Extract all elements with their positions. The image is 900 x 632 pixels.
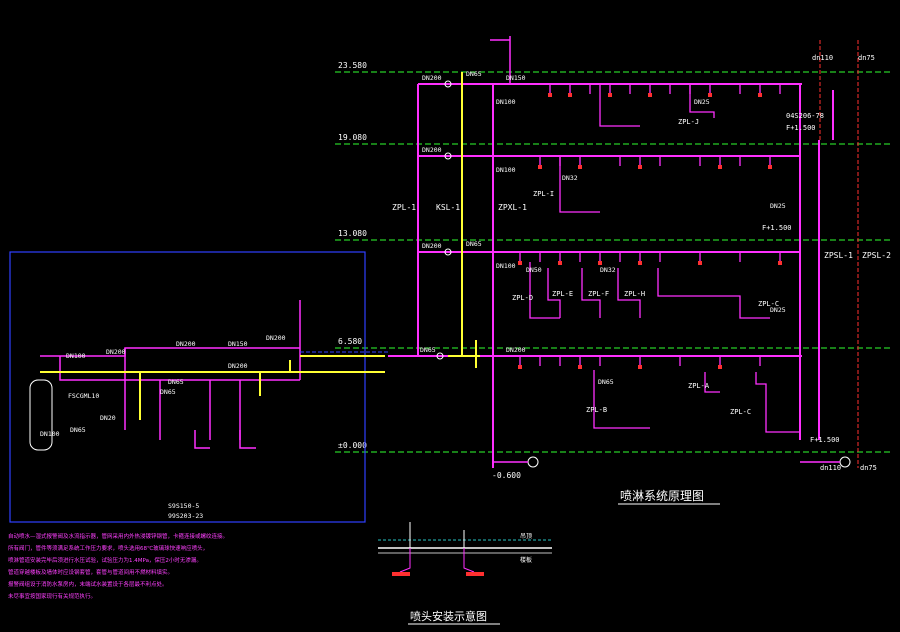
ref-label: 04S206-78 — [786, 112, 824, 120]
legend-label: 吊顶 — [520, 533, 532, 540]
pipe-label: DN100 — [40, 430, 60, 438]
level-label: ±0.000 — [338, 441, 367, 450]
pipe-label: DN65 — [420, 346, 436, 354]
drain-risers — [819, 40, 859, 468]
system-diagram-title: 喷淋系统原理图 — [620, 489, 704, 503]
pipe-label: DN200 — [422, 242, 442, 250]
level-lines — [335, 71, 890, 453]
branch-label: ZPL-J — [678, 118, 699, 126]
pipe-label: DN200 — [422, 74, 442, 82]
ref-label: dn110 — [820, 464, 841, 472]
pipe-label: DN100 — [496, 262, 516, 270]
branch-label: ZPL-H — [624, 290, 645, 298]
riser-label: ZPSL-1 — [824, 251, 853, 260]
pipe-label: DN100 — [496, 98, 516, 106]
yellow-riser — [448, 72, 480, 368]
elevation-mark: F+1.500 — [810, 436, 840, 444]
level-label: -0.600 — [492, 471, 521, 480]
pipe-label: DN50 — [526, 266, 542, 274]
elevation-mark: F+1.500 — [786, 124, 816, 132]
pressure-tank — [29, 379, 53, 451]
note-line: 喷淋管道安装完毕后须进行水压试验，试验压力为1.4MPa，保压2小时无渗漏。 — [8, 556, 202, 564]
design-notes: 自动喷水—湿式报警阀及水流指示器，管网采用内外热浸镀锌钢管，卡箍连接或螺纹连接。… — [8, 532, 228, 600]
pipe-label: DN65 — [160, 388, 176, 396]
ref-label: dn75 — [858, 54, 875, 62]
note-line: 未尽事宜按国家现行有关规范执行。 — [8, 592, 96, 600]
pipe-label: DN65 — [466, 70, 482, 78]
pipe-label: DN200 — [176, 340, 196, 348]
branch-label: ZPL-F — [588, 290, 609, 298]
level-label: 13.080 — [338, 229, 367, 238]
level-labels: 23.580 19.080 13.080 6.580 ±0.000 -0.600 — [338, 61, 521, 480]
branch-label: ZPL-A — [688, 382, 710, 390]
pipe-label: DN25 — [770, 306, 786, 314]
equipment-label: FSCGML10 — [68, 392, 99, 400]
pipe-label: DN20 — [100, 414, 116, 422]
pipe-label: DN150 — [506, 74, 526, 82]
sprinkler-install-detail: 吊顶 楼板 — [378, 522, 552, 576]
pipe-label: DN65 — [70, 426, 86, 434]
branch-label: ZPL-D — [512, 294, 533, 302]
riser-labels: ZPL-1 KSL-1 ZPXL-1 ZPSL-1 ZPSL-2 — [392, 203, 891, 260]
pipe-label: DN65 — [598, 378, 614, 386]
ref-label: dn110 — [812, 54, 833, 62]
pipe-label: DN200 — [266, 334, 286, 342]
branch-label: ZPL-I — [533, 190, 554, 198]
branch-label: ZPL-C — [730, 408, 751, 416]
legend-label: 楼板 — [520, 556, 532, 564]
level-label: 19.080 — [338, 133, 367, 142]
pipe-label: DN200 — [422, 146, 442, 154]
sprinkler-heads — [518, 93, 782, 369]
branch-label: ZPL-E — [552, 290, 573, 298]
riser-label: ZPXL-1 — [498, 203, 527, 212]
pipe-label: DN65 — [466, 240, 482, 248]
branch-label: ZPL-C — [758, 300, 779, 308]
note-line: 自动喷水—湿式报警阀及水流指示器，管网采用内外热浸镀锌钢管，卡箍连接或螺纹连接。 — [8, 532, 228, 540]
pump-room-detail: DN100 DN200 DN200 DN150 DN200 DN200 DN20… — [9, 251, 388, 523]
branch-label: ZPL-B — [586, 406, 607, 414]
main-risers — [388, 83, 834, 468]
pipe-label: DN200 — [506, 346, 526, 354]
ref-label: 99S203-23 — [168, 512, 203, 520]
valves — [436, 80, 851, 468]
top-stubs — [490, 36, 511, 84]
pipe-label: DN100 — [496, 166, 516, 174]
pipe-label: DN100 — [66, 352, 86, 360]
elevation-marks: F+1.500 F+1.500 F+1.500 04S206-78 dn110 … — [762, 54, 877, 472]
pipe-label: DN200 — [228, 362, 248, 370]
pipe-label: DN200 — [106, 348, 126, 356]
riser-label: ZPL-1 — [392, 203, 416, 212]
branch-labels: ZPL-J ZPL-I ZPL-D ZPL-E ZPL-F ZPL-H ZPL-… — [512, 118, 779, 416]
pipe-label: DN150 — [228, 340, 248, 348]
pipe-label: DN25 — [694, 98, 710, 106]
riser-label: ZPSL-2 — [862, 251, 891, 260]
level-label: 23.580 — [338, 61, 367, 70]
ref-label: S9S150-5 — [168, 502, 199, 510]
pipe-label: DN32 — [600, 266, 616, 274]
sprinkler-branches — [519, 84, 800, 433]
pipe-label: DN25 — [770, 202, 786, 210]
level-label: 6.580 — [338, 337, 362, 346]
titles: 喷淋系统原理图 喷头安装示意图 — [408, 489, 720, 625]
riser-label: KSL-1 — [436, 203, 460, 212]
pipe-label: DN32 — [562, 174, 578, 182]
pipe-labels: DN200 DN200 DN200 DN200 DN150 DN100 DN10… — [420, 70, 786, 386]
note-line: 报警阀组设于消防水泵房内，末端试水装置设于各层最不利点处。 — [8, 580, 168, 588]
install-diagram-title: 喷头安装示意图 — [410, 609, 487, 623]
ref-label: dn75 — [860, 464, 877, 472]
pipe-label: DN65 — [168, 378, 184, 386]
note-line: 管道穿越楼板及墙体时应设钢套管，套管与管道间用不燃材料填实。 — [8, 568, 173, 576]
elevation-mark: F+1.500 — [762, 224, 792, 232]
note-line: 所有阀门，管件等须满足系统工作压力要求，喷头选用68℃玻璃球快速响应喷头， — [8, 544, 208, 552]
